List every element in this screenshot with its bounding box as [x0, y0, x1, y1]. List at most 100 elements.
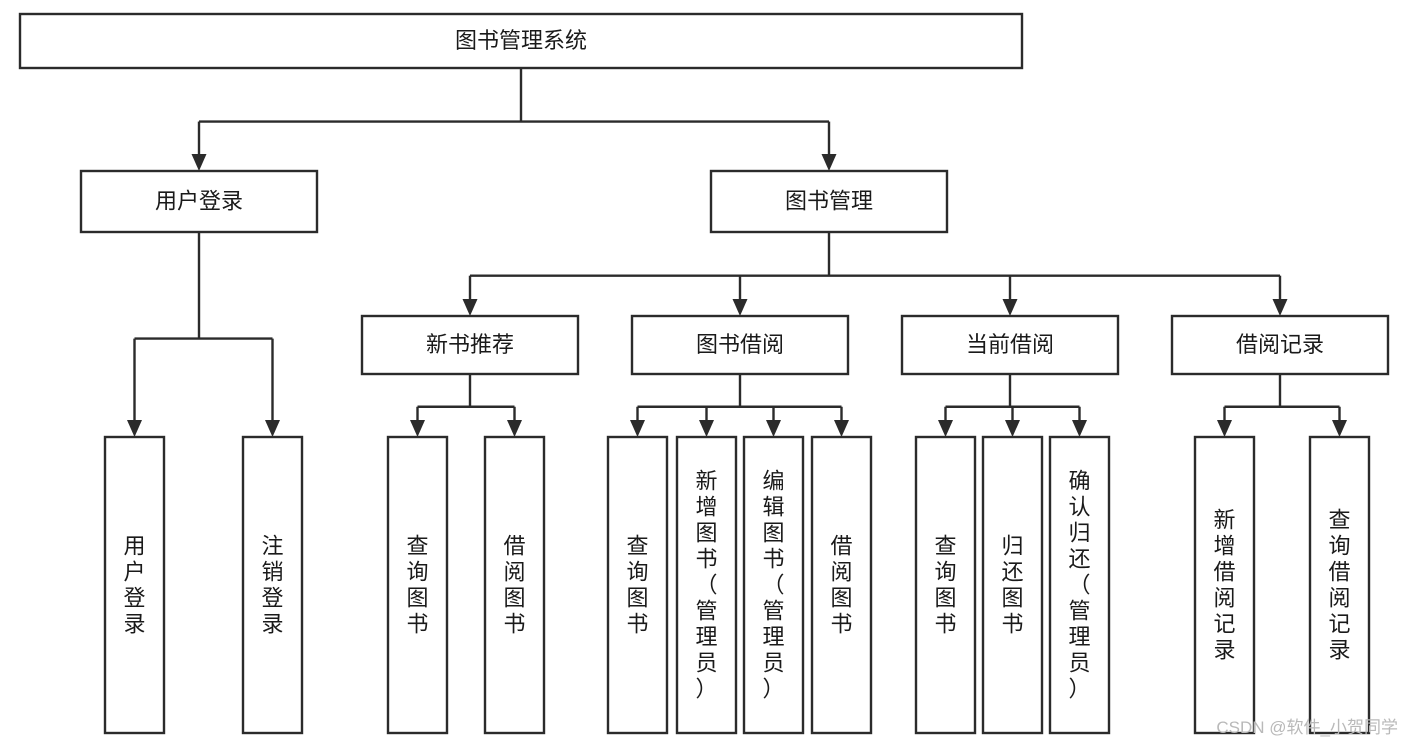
node-label-char: 员	[1068, 650, 1090, 675]
node-box	[18, 12, 1024, 70]
node-label-char: （	[762, 572, 784, 597]
node-box	[900, 314, 1120, 376]
node-label: 新书推荐	[426, 332, 514, 357]
node-label-char: （	[1068, 572, 1090, 597]
node-label-char: 归	[1001, 533, 1023, 558]
node-label: 查询图书	[626, 533, 648, 636]
node-label-char: 理	[695, 624, 717, 649]
node-label: 注销登录	[261, 533, 283, 636]
node-book-manage[interactable]: 图书管理	[709, 169, 949, 234]
node-current-borrow[interactable]: 当前借阅	[900, 314, 1120, 376]
node-label-char: 借	[1328, 559, 1350, 584]
node-box	[1170, 314, 1390, 376]
node-label-char: 图	[934, 585, 956, 610]
node-label-char: 询	[406, 559, 428, 584]
node-label-char: 管	[695, 598, 717, 623]
node-label-char: 记	[1328, 611, 1350, 636]
node-label-char: ）	[762, 676, 784, 701]
node-box	[386, 435, 449, 735]
node-label-char: 理	[1068, 624, 1090, 649]
arrow-head-icon	[1332, 420, 1347, 437]
node-label-char: 确	[1068, 468, 1090, 493]
arrow-head-icon	[834, 420, 849, 437]
node-root[interactable]: 图书管理系统	[18, 12, 1024, 70]
node-label: 用户登录	[123, 533, 145, 636]
node-leaf-cur-query[interactable]: 查询图书	[914, 435, 977, 735]
node-label: 图书管理	[785, 188, 873, 213]
node-label-char: 书	[626, 611, 648, 636]
arrow-head-icon	[507, 420, 522, 437]
node-box	[1193, 435, 1256, 735]
node-leaf-user-login[interactable]: 用户登录	[103, 435, 166, 735]
node-leaf-rec-query2[interactable]: 查询借阅记录	[1308, 435, 1371, 735]
node-leaf-cur-confirm[interactable]: 确认归还（管理员）	[1048, 435, 1111, 735]
node-book-borrow[interactable]: 图书借阅	[630, 314, 850, 376]
node-label-char: 书	[695, 546, 717, 571]
node-box	[675, 435, 738, 735]
node-label-char: 书	[762, 546, 784, 571]
node-box	[1048, 435, 1111, 735]
node-borrow-record[interactable]: 借阅记录	[1170, 314, 1390, 376]
node-label-char: 书	[934, 611, 956, 636]
node-label: 用户登录	[155, 188, 243, 213]
node-label-char: 用	[123, 533, 145, 558]
node-new-book-rec[interactable]: 新书推荐	[360, 314, 580, 376]
node-leaf-cur-return[interactable]: 归还图书	[981, 435, 1044, 735]
node-label: 图书管理系统	[455, 28, 587, 53]
node-leaf-rec-borrow[interactable]: 借阅图书	[483, 435, 546, 735]
node-label-char: 编	[762, 468, 784, 493]
node-label-char: 录	[261, 611, 283, 636]
node-label-char: 书	[406, 611, 428, 636]
node-label-char: 阅	[503, 559, 525, 584]
arrow-head-icon	[1217, 420, 1232, 437]
node-label: 借阅图书	[830, 533, 852, 636]
node-label-char: 询	[626, 559, 648, 584]
node-label-char: 查	[934, 533, 956, 558]
node-label: 借阅记录	[1236, 332, 1324, 357]
node-leaf-borrow-edit[interactable]: 编辑图书（管理员）	[742, 435, 805, 735]
node-label-char: 阅	[1213, 585, 1235, 610]
node-leaf-borrow-do[interactable]: 借阅图书	[810, 435, 873, 735]
node-label: 编辑图书（管理员）	[762, 468, 784, 701]
node-label-char: 注	[261, 533, 283, 558]
arrow-head-icon	[1005, 420, 1020, 437]
node-label: 当前借阅	[966, 332, 1054, 357]
arrow-head-icon	[1002, 299, 1018, 316]
node-label-char: 销	[261, 559, 283, 584]
node-label: 归还图书	[1001, 533, 1023, 636]
arrow-head-icon	[630, 420, 645, 437]
node-leaf-user-logout[interactable]: 注销登录	[241, 435, 304, 735]
node-label-char: 辑	[762, 494, 784, 519]
node-leaf-borrow-query[interactable]: 查询图书	[606, 435, 669, 735]
node-label-char: 阅	[830, 559, 852, 584]
node-label-char: 图	[830, 585, 852, 610]
node-label-char: 阅	[1328, 585, 1350, 610]
arrow-head-icon	[191, 154, 207, 171]
node-label-char: 理	[762, 624, 784, 649]
node-label: 图书借阅	[696, 332, 784, 357]
node-label-char: 书	[830, 611, 852, 636]
node-label-char: 图	[695, 520, 717, 545]
node-leaf-borrow-add[interactable]: 新增图书（管理员）	[675, 435, 738, 735]
node-box	[630, 314, 850, 376]
node-label-char: ）	[1068, 676, 1090, 701]
node-label-char: ）	[695, 676, 717, 701]
node-leaf-rec-add[interactable]: 新增借阅记录	[1193, 435, 1256, 735]
arrow-head-icon	[766, 420, 781, 437]
node-label-char: 图	[1001, 585, 1023, 610]
node-label: 借阅图书	[503, 533, 525, 636]
node-user-login[interactable]: 用户登录	[79, 169, 319, 234]
node-label: 确认归还（管理员）	[1068, 468, 1090, 701]
node-label-char: 查	[406, 533, 428, 558]
node-label-char: 增	[695, 494, 717, 519]
node-label-char: 新	[695, 468, 717, 493]
node-box	[1308, 435, 1371, 735]
node-label-char: 查	[1328, 507, 1350, 532]
arrow-head-icon	[265, 420, 280, 437]
node-box	[914, 435, 977, 735]
node-leaf-rec-query[interactable]: 查询图书	[386, 435, 449, 735]
node-label-char: 借	[830, 533, 852, 558]
csdn-watermark: CSDN @软件_小贺同学	[1216, 718, 1398, 737]
node-label: 查询图书	[934, 533, 956, 636]
